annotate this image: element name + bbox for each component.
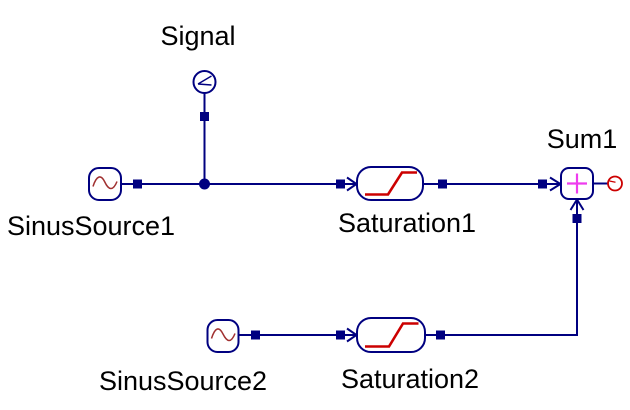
output-connector-circle-icon [607,175,623,192]
connection-junction-dot[interactable] [199,178,210,190]
block-sum1[interactable] [560,167,594,200]
block-signal-sensor[interactable] [192,70,217,94]
label-saturation1: Saturation1 [337,208,477,238]
plus-icon [567,173,587,194]
sine-source-body [206,319,240,353]
port-saturation1-out[interactable] [438,179,447,189]
port-sum1-in-bottom[interactable] [572,214,582,223]
sine-wave-icon [210,328,236,342]
connection-saturation2-to-sum1[interactable] [425,199,578,336]
label-sum1: Sum1 [546,124,618,154]
block-saturation2[interactable] [356,317,426,353]
port-signal-sensor-in[interactable] [200,112,209,121]
saturation-body [356,317,426,353]
port-sinussource1-out[interactable] [133,179,142,189]
block-saturation1[interactable] [356,166,424,201]
gauge-needle-icon [197,75,212,86]
label-sinussource2: SinusSource2 [98,366,268,396]
block-sinussource2[interactable] [206,319,240,353]
sum1-output-connector[interactable] [607,175,623,192]
saturation-body [356,166,424,201]
saturation-curve-icon [365,171,417,196]
label-saturation2: Saturation2 [340,364,480,394]
label-sinussource1: SinusSource1 [6,211,176,241]
port-saturation2-out[interactable] [436,330,445,340]
sensor-body [192,70,217,94]
port-sinussource2-out[interactable] [251,330,260,340]
port-saturation1-in[interactable] [336,179,345,189]
port-sum1-in-left[interactable] [538,179,547,189]
sine-wave-icon [92,176,118,190]
label-signal: Signal [160,21,236,51]
port-saturation2-in[interactable] [336,330,345,340]
block-sinussource1[interactable] [88,167,122,201]
saturation-curve-icon [365,322,419,348]
output-connector-tick-icon [609,180,616,183]
